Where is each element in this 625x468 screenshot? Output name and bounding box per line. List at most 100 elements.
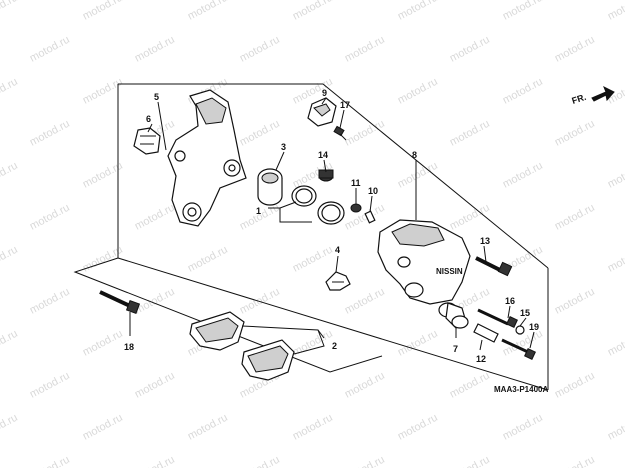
callout-7: 7 <box>453 344 458 354</box>
part-pin-plug <box>307 97 337 127</box>
front-label: FR. <box>571 92 588 106</box>
watermark-text: motod.ru <box>133 454 177 468</box>
callout-10: 10 <box>368 186 378 196</box>
watermark-text: motod.ru <box>343 454 387 468</box>
leader-lines <box>129 97 535 355</box>
watermark-text: motod.ru <box>396 76 440 107</box>
watermark-text: motod.ru <box>133 286 177 317</box>
callout-6: 6 <box>146 114 151 124</box>
watermark-text: motod.ru <box>553 34 597 65</box>
watermark-text: motod.ru <box>501 412 545 443</box>
watermark-text: motod.ru <box>396 328 440 359</box>
watermark-text: motod.ru <box>0 0 20 23</box>
callout-1: 1 <box>256 206 261 216</box>
part-bracket-bolt <box>99 290 141 315</box>
watermark-text: motod.ru <box>553 286 597 317</box>
watermark-text: motod.ru <box>186 0 230 23</box>
watermark-text: motod.ru <box>396 0 440 23</box>
watermark-text: motod.ru <box>0 328 20 359</box>
watermark-text: motod.ru <box>28 286 72 317</box>
watermark-text: motod.ru <box>28 454 72 468</box>
watermark-text: motod.ru <box>448 454 492 468</box>
watermark-text: motod.ru <box>0 160 20 191</box>
watermark-text: motod.ru <box>343 286 387 317</box>
callout-2: 2 <box>332 341 337 351</box>
part-bleeder-cap <box>350 203 362 213</box>
part-plug-bolt <box>333 125 347 141</box>
part-brake-pads <box>189 311 295 381</box>
callout-18: 18 <box>124 342 134 352</box>
watermark-text: motod.ru <box>291 412 335 443</box>
part-caliper-bracket <box>167 89 247 227</box>
watermark-text: motod.ru <box>553 454 597 468</box>
part-mounting-bolt-short <box>477 308 518 328</box>
part-pin-sleeve <box>473 323 499 343</box>
watermark-text: motod.ru <box>606 412 625 443</box>
caliper-marking: NISSIN <box>436 267 463 276</box>
callout-8: 8 <box>412 150 417 160</box>
part-piston <box>257 168 283 206</box>
watermark-text: motod.ru <box>448 118 492 149</box>
callout-15: 15 <box>520 308 530 318</box>
callout-17: 17 <box>340 100 350 110</box>
watermark-text: motod.ru <box>501 160 545 191</box>
watermark-text: motod.ru <box>448 34 492 65</box>
watermark-text: motod.ru <box>238 34 282 65</box>
watermark-text: motod.ru <box>343 202 387 233</box>
callout-14: 14 <box>318 150 328 160</box>
watermark-text: motod.ru <box>81 0 125 23</box>
watermark-text: motod.ru <box>606 160 625 191</box>
part-mounting-bolt-long <box>501 338 536 360</box>
watermark-text: motod.ru <box>501 0 545 23</box>
watermark-text: motod.ru <box>606 328 625 359</box>
watermark-text: motod.ru <box>81 328 125 359</box>
diagram-code: MAA3-P1400A <box>494 385 548 394</box>
watermark-text: motod.ru <box>186 244 230 275</box>
callout-13: 13 <box>480 236 490 246</box>
callout-4: 4 <box>335 245 340 255</box>
watermark-text: motod.ru <box>343 34 387 65</box>
callout-19: 19 <box>529 322 539 332</box>
watermark-text: motod.ru <box>28 118 72 149</box>
watermark-text: motod.ru <box>28 34 72 65</box>
watermark-text: motod.ru <box>343 370 387 401</box>
watermark-text: motod.ru <box>133 370 177 401</box>
callout-16: 16 <box>505 296 515 306</box>
watermark-text: motod.ru <box>553 118 597 149</box>
callout-5: 5 <box>154 92 159 102</box>
callout-numbers: 1 2 3 4 5 6 7 8 9 10 11 12 13 14 15 16 1… <box>124 88 539 364</box>
watermark-text: motod.ru <box>0 412 20 443</box>
watermark-text: motod.ru <box>186 412 230 443</box>
watermark-text: motod.ru <box>606 0 625 23</box>
part-pad-spring <box>325 271 351 291</box>
callout-3: 3 <box>281 142 286 152</box>
watermark-text: motod.ru <box>133 202 177 233</box>
watermark-text: motod.ru <box>291 328 335 359</box>
watermark-text: motod.ru <box>448 370 492 401</box>
watermark-text: motod.ru <box>291 244 335 275</box>
watermark-text: motod.ru <box>28 370 72 401</box>
part-bleeder-valve <box>364 210 376 224</box>
part-washer <box>515 325 525 335</box>
part-piston-seals <box>291 185 345 225</box>
part-pin-boot <box>438 302 469 329</box>
watermark-text: motod.ru <box>553 202 597 233</box>
part-caliper-pin-bolt <box>475 256 513 277</box>
callout-11: 11 <box>351 178 361 188</box>
watermark-text: motod.ru <box>396 160 440 191</box>
watermark-text: motod.ru <box>28 202 72 233</box>
part-caliper-body: NISSIN <box>377 219 471 305</box>
watermark-text: motod.ru <box>291 0 335 23</box>
watermark-text: motod.ru <box>238 118 282 149</box>
watermark-text: motod.ru <box>238 454 282 468</box>
watermark-text: motod.ru <box>0 244 20 275</box>
forward-arrow-icon <box>591 85 615 102</box>
watermark-text: motod.ru <box>396 412 440 443</box>
callout-9: 9 <box>322 88 327 98</box>
watermark-text: motod.ru <box>553 370 597 401</box>
watermark-text: motod.ru <box>501 76 545 107</box>
watermark-text: motod.ru <box>606 244 625 275</box>
watermark-text: motod.ru <box>133 34 177 65</box>
